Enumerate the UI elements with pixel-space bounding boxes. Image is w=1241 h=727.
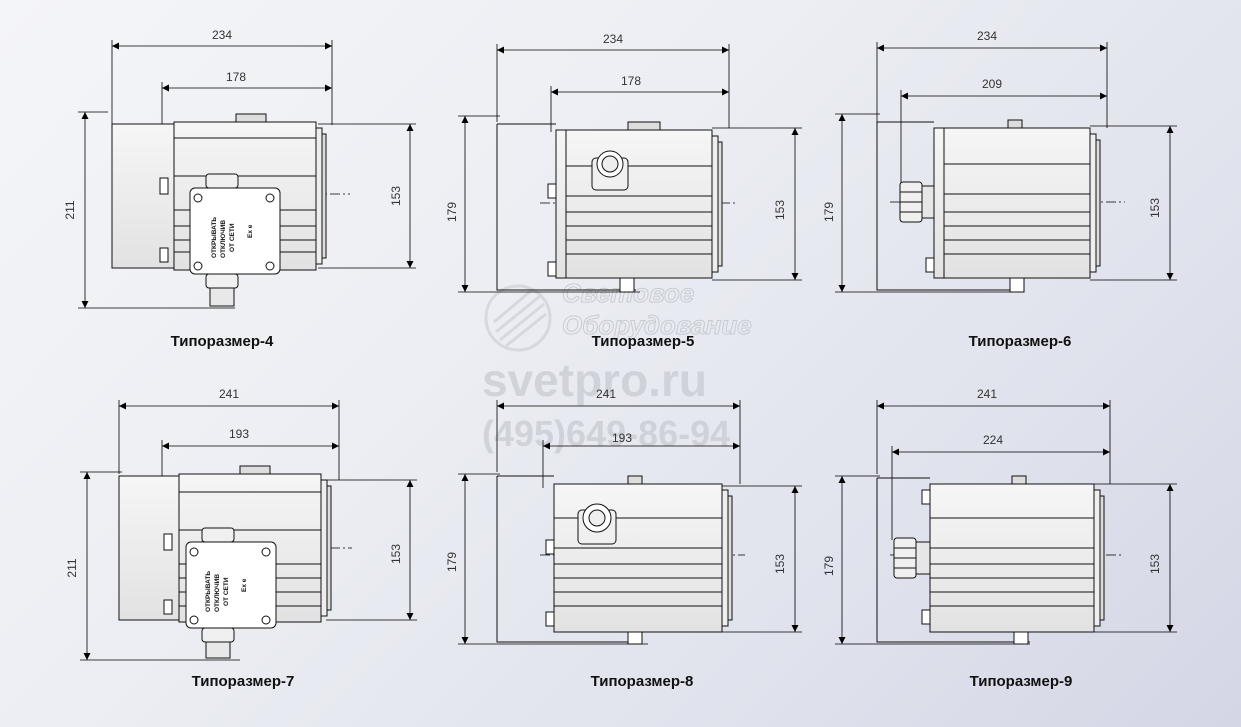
svg-text:ОТКРЫВАТЬ: ОТКРЫВАТЬ — [205, 571, 212, 612]
svg-text:Ex e: Ex e — [247, 224, 254, 238]
dim-inner-width: 224 — [983, 433, 1003, 447]
drawing-caption: Типоразмер-8 — [591, 673, 694, 690]
cable-gland-top — [201, 527, 235, 543]
drawing-caption: Типоразмер-6 — [969, 333, 1072, 350]
svg-text:ОТКЛЮЧИВ: ОТКЛЮЧИВ — [220, 220, 227, 258]
watermark-logo-icon — [484, 284, 552, 352]
watermark-company-line2: Оборудование — [562, 310, 752, 340]
dim-height-body: 153 — [389, 544, 403, 564]
drawing-size-9: 241 224 179 153 Типоразмер-9 — [822, 387, 1177, 690]
dim-height-body: 153 — [1148, 198, 1162, 218]
dim-height-total: 211 — [63, 200, 77, 219]
dim-inner-width: 178 — [621, 74, 641, 88]
drawing-caption: Типоразмер-9 — [970, 673, 1073, 690]
dim-overall-width: 241 — [219, 387, 239, 401]
drawing-caption: Типоразмер-4 — [171, 333, 274, 350]
drawing-caption: Типоразмер-5 — [592, 333, 695, 350]
dim-inner-width: 193 — [229, 427, 249, 441]
dim-height-total: 179 — [445, 202, 459, 222]
cable-gland-bottom — [205, 273, 239, 289]
luminaire-body — [876, 475, 1105, 645]
dim-height-body: 153 — [389, 186, 403, 206]
dim-inner-width: 178 — [226, 70, 246, 84]
watermark: Световое Оборудование svetpro.ru (495)64… — [482, 278, 752, 455]
luminaire-body — [496, 475, 733, 645]
luminaire-body — [876, 119, 1101, 293]
dim-height-total: 179 — [822, 556, 836, 576]
drawing-size-5: 234 178 179 153 Типоразмер-5 — [445, 32, 802, 350]
dim-inner-width: 209 — [982, 77, 1002, 91]
luminaire-body — [111, 113, 327, 307]
dim-height-body: 153 — [773, 554, 787, 574]
svg-text:Ex e: Ex e — [241, 578, 248, 592]
dim-height-body: 153 — [1148, 554, 1162, 574]
junction-box-label: ОТКРЫВАТЬ ОТКЛЮЧИВ ОТ СЕТИ Ex e — [205, 571, 248, 612]
dim-inner-width: 193 — [612, 431, 632, 445]
dim-height-body: 153 — [773, 200, 787, 220]
dim-overall-width: 234 — [977, 29, 997, 43]
watermark-phone: (495)649-86-94 — [482, 413, 730, 454]
watermark-site: svetpro.ru — [482, 354, 707, 406]
svg-text:ОТКЛЮЧИВ: ОТКЛЮЧИВ — [214, 574, 221, 612]
dim-overall-width: 234 — [603, 32, 623, 46]
svg-text:ОТКРЫВАТЬ: ОТКРЫВАТЬ — [211, 217, 218, 258]
svg-text:ОТ СЕТИ: ОТ СЕТИ — [223, 577, 230, 606]
drawing-size-8: 241 193 179 153 Типоразмер-8 — [445, 387, 802, 690]
luminaire-body — [118, 465, 332, 659]
dimension-lines — [835, 400, 1177, 645]
dim-overall-width: 234 — [212, 28, 232, 42]
luminaire-body — [496, 121, 723, 293]
drawing-size-4: ОТКРЫВАТЬ ОТКЛЮЧИВ ОТ СЕТИ Ex e 234 178 … — [63, 28, 416, 350]
dim-height-total: 211 — [65, 558, 79, 577]
drawing-caption: Типоразмер-7 — [192, 673, 295, 690]
junction-box-label: ОТКРЫВАТЬ ОТКЛЮЧИВ ОТ СЕТИ Ex e — [211, 217, 254, 258]
drawing-size-7: ОТКРЫВАТЬ ОТКЛЮЧИВ ОТ СЕТИ Ex e 241 193 … — [65, 387, 417, 690]
dim-overall-width: 241 — [596, 387, 616, 401]
junction-box — [185, 541, 277, 629]
dim-height-total: 179 — [445, 552, 459, 572]
svg-text:ОТ СЕТИ: ОТ СЕТИ — [229, 223, 236, 252]
dim-height-total: 179 — [822, 202, 836, 222]
dim-overall-width: 241 — [977, 387, 997, 401]
drawing-size-6: 234 209 179 153 Типоразмер-6 — [822, 29, 1177, 350]
dimension-lines — [78, 40, 416, 309]
cable-gland-bottom — [201, 627, 235, 643]
cable-gland-top — [205, 173, 239, 189]
